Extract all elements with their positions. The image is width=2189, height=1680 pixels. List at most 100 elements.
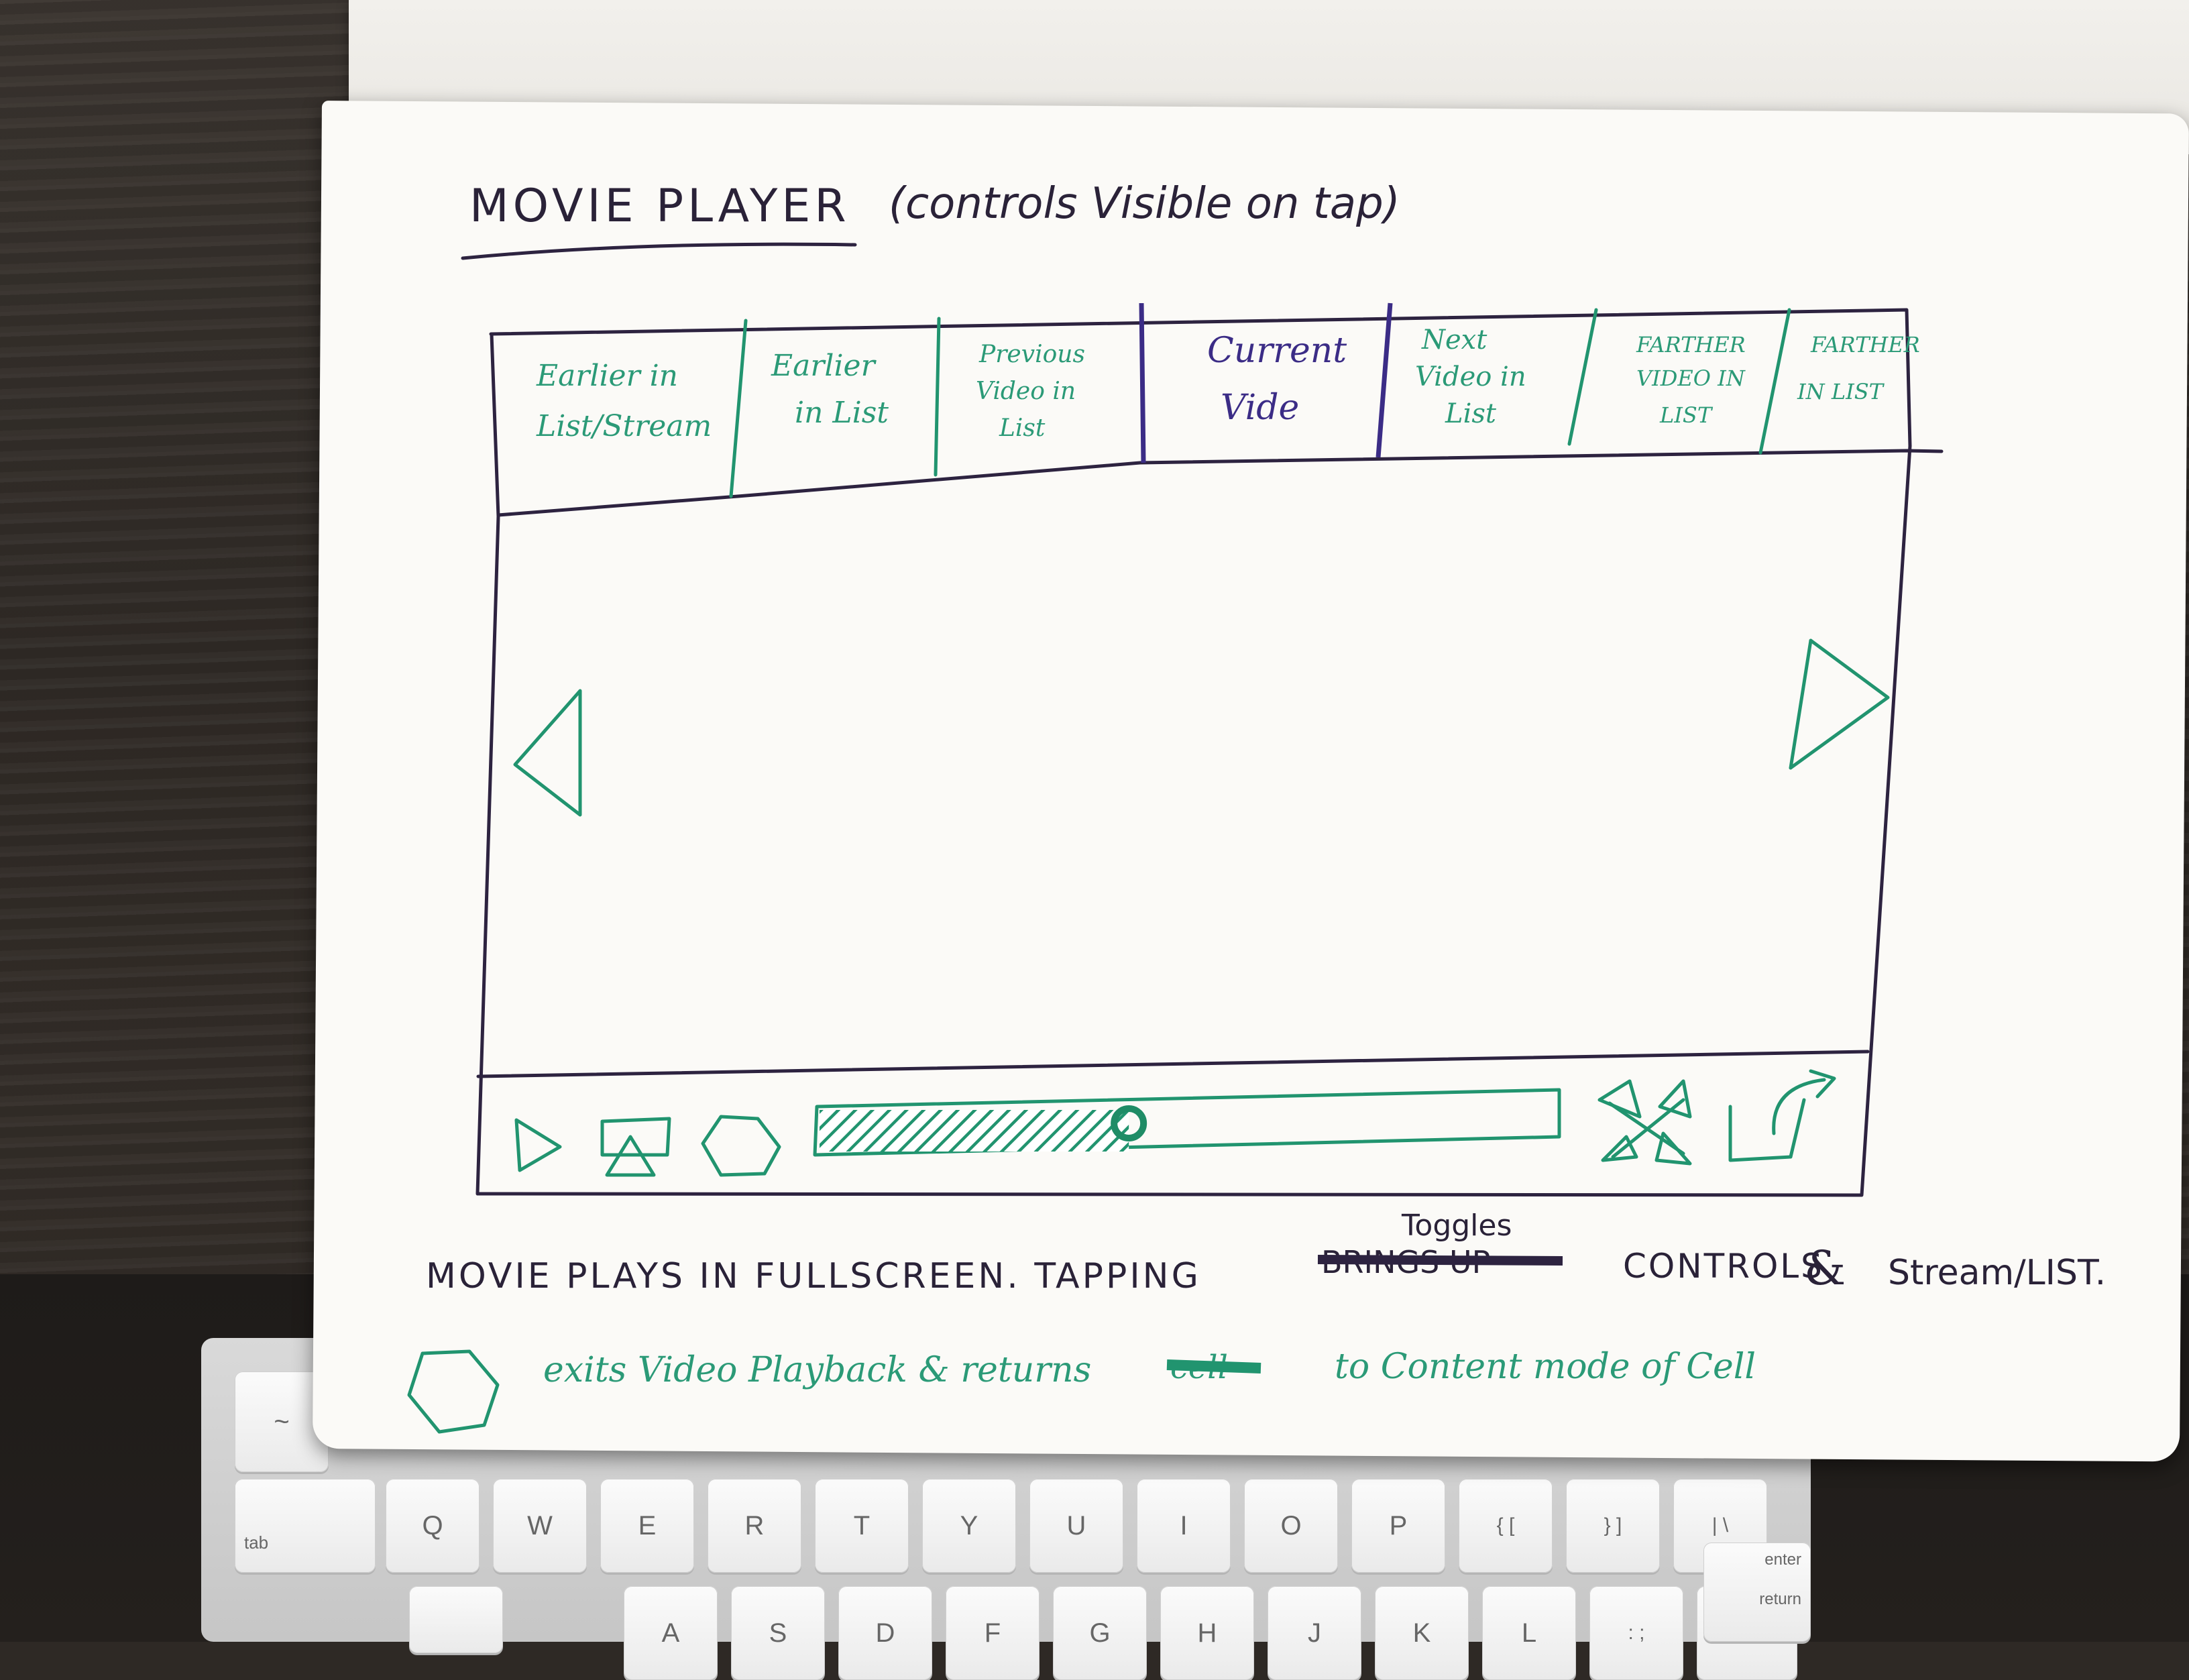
filmstrip-label: Earlier [771, 349, 877, 383]
filmstrip-item-current[interactable]: Current Vide [1207, 331, 1358, 428]
note-stream-list: Stream/LIST. [1888, 1253, 2106, 1293]
key-label: P [1389, 1511, 1408, 1541]
progress-scrubber[interactable] [813, 1088, 1561, 1157]
filmstrip-label: VIDEO IN [1636, 366, 1746, 391]
key-y: Y [922, 1479, 1016, 1573]
key-o: O [1244, 1479, 1338, 1573]
key-bracket-left: { [ [1459, 1479, 1553, 1573]
video-frame [475, 444, 1912, 1197]
filmstrip-left-edge [490, 332, 500, 518]
strikethrough-line [1166, 1359, 1261, 1374]
filmstrip-item-farther[interactable]: FARTHER VIDEO IN LIST [1636, 332, 1752, 428]
key-label: T [853, 1511, 871, 1541]
filmstrip-divider [729, 319, 748, 498]
stop-octagon-icon[interactable] [701, 1115, 781, 1177]
key-label: ~ [274, 1407, 290, 1437]
key-u: U [1029, 1479, 1123, 1573]
key-label: U [1066, 1511, 1086, 1541]
filmstrip-label: List/Stream [536, 409, 712, 443]
key-label: E [638, 1511, 657, 1541]
share-box [1728, 1098, 1806, 1162]
key-label: R [744, 1511, 765, 1541]
filmstrip-divider [1758, 308, 1791, 455]
sketch-title: MOVIE PLAYER [469, 180, 850, 233]
key-label: O [1280, 1511, 1302, 1541]
scrubber-fill [820, 1110, 1129, 1152]
title-underline [461, 242, 857, 260]
key-w: W [493, 1479, 587, 1573]
key-label: L [1521, 1618, 1537, 1648]
filmstrip-item-previous[interactable]: Previous Video in List [976, 341, 1092, 442]
filmstrip-item-earlier-stream[interactable]: Earlier in List/Stream [536, 359, 712, 443]
control-bar-top-edge [476, 1050, 1870, 1078]
current-video-right-border [1376, 302, 1393, 458]
key-tab: tab [235, 1479, 376, 1573]
stop-octagon-icon [407, 1349, 500, 1434]
filmstrip-label: LIST [1659, 402, 1714, 428]
key-i: I [1137, 1479, 1231, 1573]
share-arrow [1772, 1069, 1836, 1135]
next-arrow-icon[interactable] [1789, 638, 1890, 770]
filmstrip-label: FARTHER [1810, 332, 1920, 357]
filmstrip-label: IN LIST [1797, 379, 1885, 404]
filmstrip-label: List [999, 414, 1046, 442]
key-e: E [600, 1479, 694, 1573]
airplay-triangle [605, 1135, 656, 1177]
note-insert: Toggles [1401, 1209, 1512, 1243]
key-label: | \ [1711, 1514, 1729, 1536]
filmstrip-divider [1567, 308, 1598, 446]
key-q: Q [386, 1479, 480, 1573]
key-label: : ; [1628, 1622, 1645, 1644]
filmstrip-item-next[interactable]: Next Video in List [1415, 325, 1534, 429]
wireframe-sketch: MOVIE PLAYER (controls Visible on tap) E… [407, 179, 2106, 1434]
fullscreen-tip [1658, 1079, 1692, 1119]
key-label: W [527, 1511, 553, 1541]
key-label: } ] [1604, 1514, 1622, 1536]
filmstrip-label: Video in [976, 378, 1076, 405]
key-label: tab [244, 1532, 269, 1553]
key-enter: enter return [1703, 1543, 1811, 1642]
key-label: return [1759, 1589, 1801, 1608]
airplay-icon[interactable] [600, 1117, 671, 1177]
filmstrip-label: Earlier in [536, 359, 678, 393]
filmstrip-label: List [1445, 398, 1497, 429]
filmstrip-divider [934, 317, 941, 477]
key-r: R [708, 1479, 801, 1573]
filmstrip-item-farthest[interactable]: FARTHER IN LIST [1797, 332, 1927, 404]
note-line2: exits Video Playback & returns [543, 1350, 1091, 1390]
ampersand: & [1804, 1241, 1846, 1296]
prev-arrow-icon[interactable] [513, 689, 582, 817]
note-controls: CONTROLS [1623, 1247, 1824, 1286]
filmstrip-label: Current [1207, 331, 1347, 371]
share-icon[interactable] [1728, 1069, 1836, 1162]
filmstrip-bottom-edge [496, 449, 1944, 517]
play-icon[interactable] [514, 1118, 562, 1172]
filmstrip-label: Previous [978, 341, 1085, 368]
filmstrip-label: Next [1421, 325, 1488, 355]
filmstrip-label: Video in [1415, 361, 1526, 392]
filmstrip-item-earlier-list[interactable]: Earlier in List [771, 349, 889, 430]
filmstrip-label: in List [795, 396, 889, 430]
key-label: J [1308, 1618, 1321, 1648]
fullscreen-arrows-icon[interactable] [1597, 1079, 1692, 1166]
strikethrough-line [1317, 1255, 1563, 1266]
note-line2-end: to Content mode of Cell [1335, 1347, 1756, 1387]
airplay-screen [600, 1117, 671, 1157]
scrubber-knob-icon[interactable] [1111, 1105, 1147, 1141]
fullscreen-tip [1601, 1135, 1638, 1162]
fullscreen-tip [1654, 1131, 1692, 1166]
key-label: Y [960, 1511, 978, 1541]
note-line1: MOVIE PLAYS IN FULLSCREEN. TAPPING [426, 1256, 1201, 1296]
key-label: { [ [1496, 1514, 1515, 1536]
key-t: T [815, 1479, 909, 1573]
fullscreen-tip [1597, 1079, 1642, 1119]
key-label: enter [1764, 1551, 1801, 1569]
sketch-subtitle: (controls Visible on tap) [889, 179, 1400, 229]
filmstrip-top-edge [489, 308, 1912, 448]
filmstrip-label: FARTHER [1636, 332, 1746, 357]
key-p: P [1351, 1479, 1445, 1573]
scrubber-track [813, 1088, 1561, 1157]
filmstrip-label: Vide [1221, 388, 1299, 428]
next-arrow-icon [1789, 638, 1813, 770]
current-video-left-border [1139, 302, 1146, 463]
